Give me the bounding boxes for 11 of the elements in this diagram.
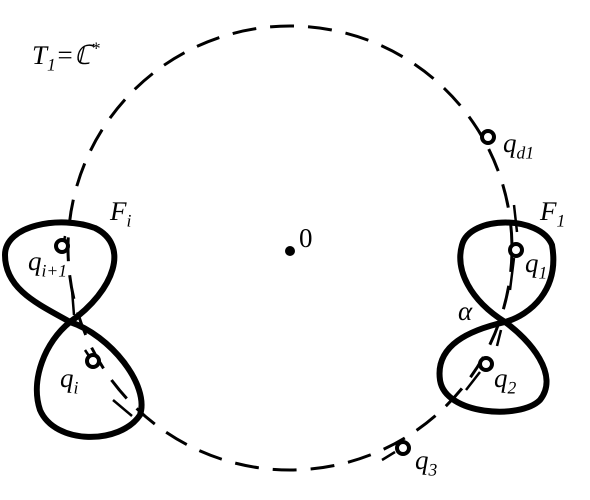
math-label: F$_{1}$ — [540, 198, 566, 230]
math-label: q$_{i+1}$ — [28, 248, 67, 280]
math-label: F$_{i}$ — [110, 198, 132, 230]
math-label: q$_{1}$ — [525, 250, 548, 282]
math-label: q$_{d1}$ — [503, 130, 534, 162]
math-label: q$_{2}$ — [494, 365, 516, 397]
math-label: T$_{1}$=ℂ$^{*}$ — [32, 40, 100, 74]
math-label: q$_{i}$ — [60, 365, 78, 397]
math-label: α — [458, 298, 472, 325]
math-label: q$_{3}$ — [415, 447, 438, 479]
origin-label: 0 — [299, 225, 312, 252]
